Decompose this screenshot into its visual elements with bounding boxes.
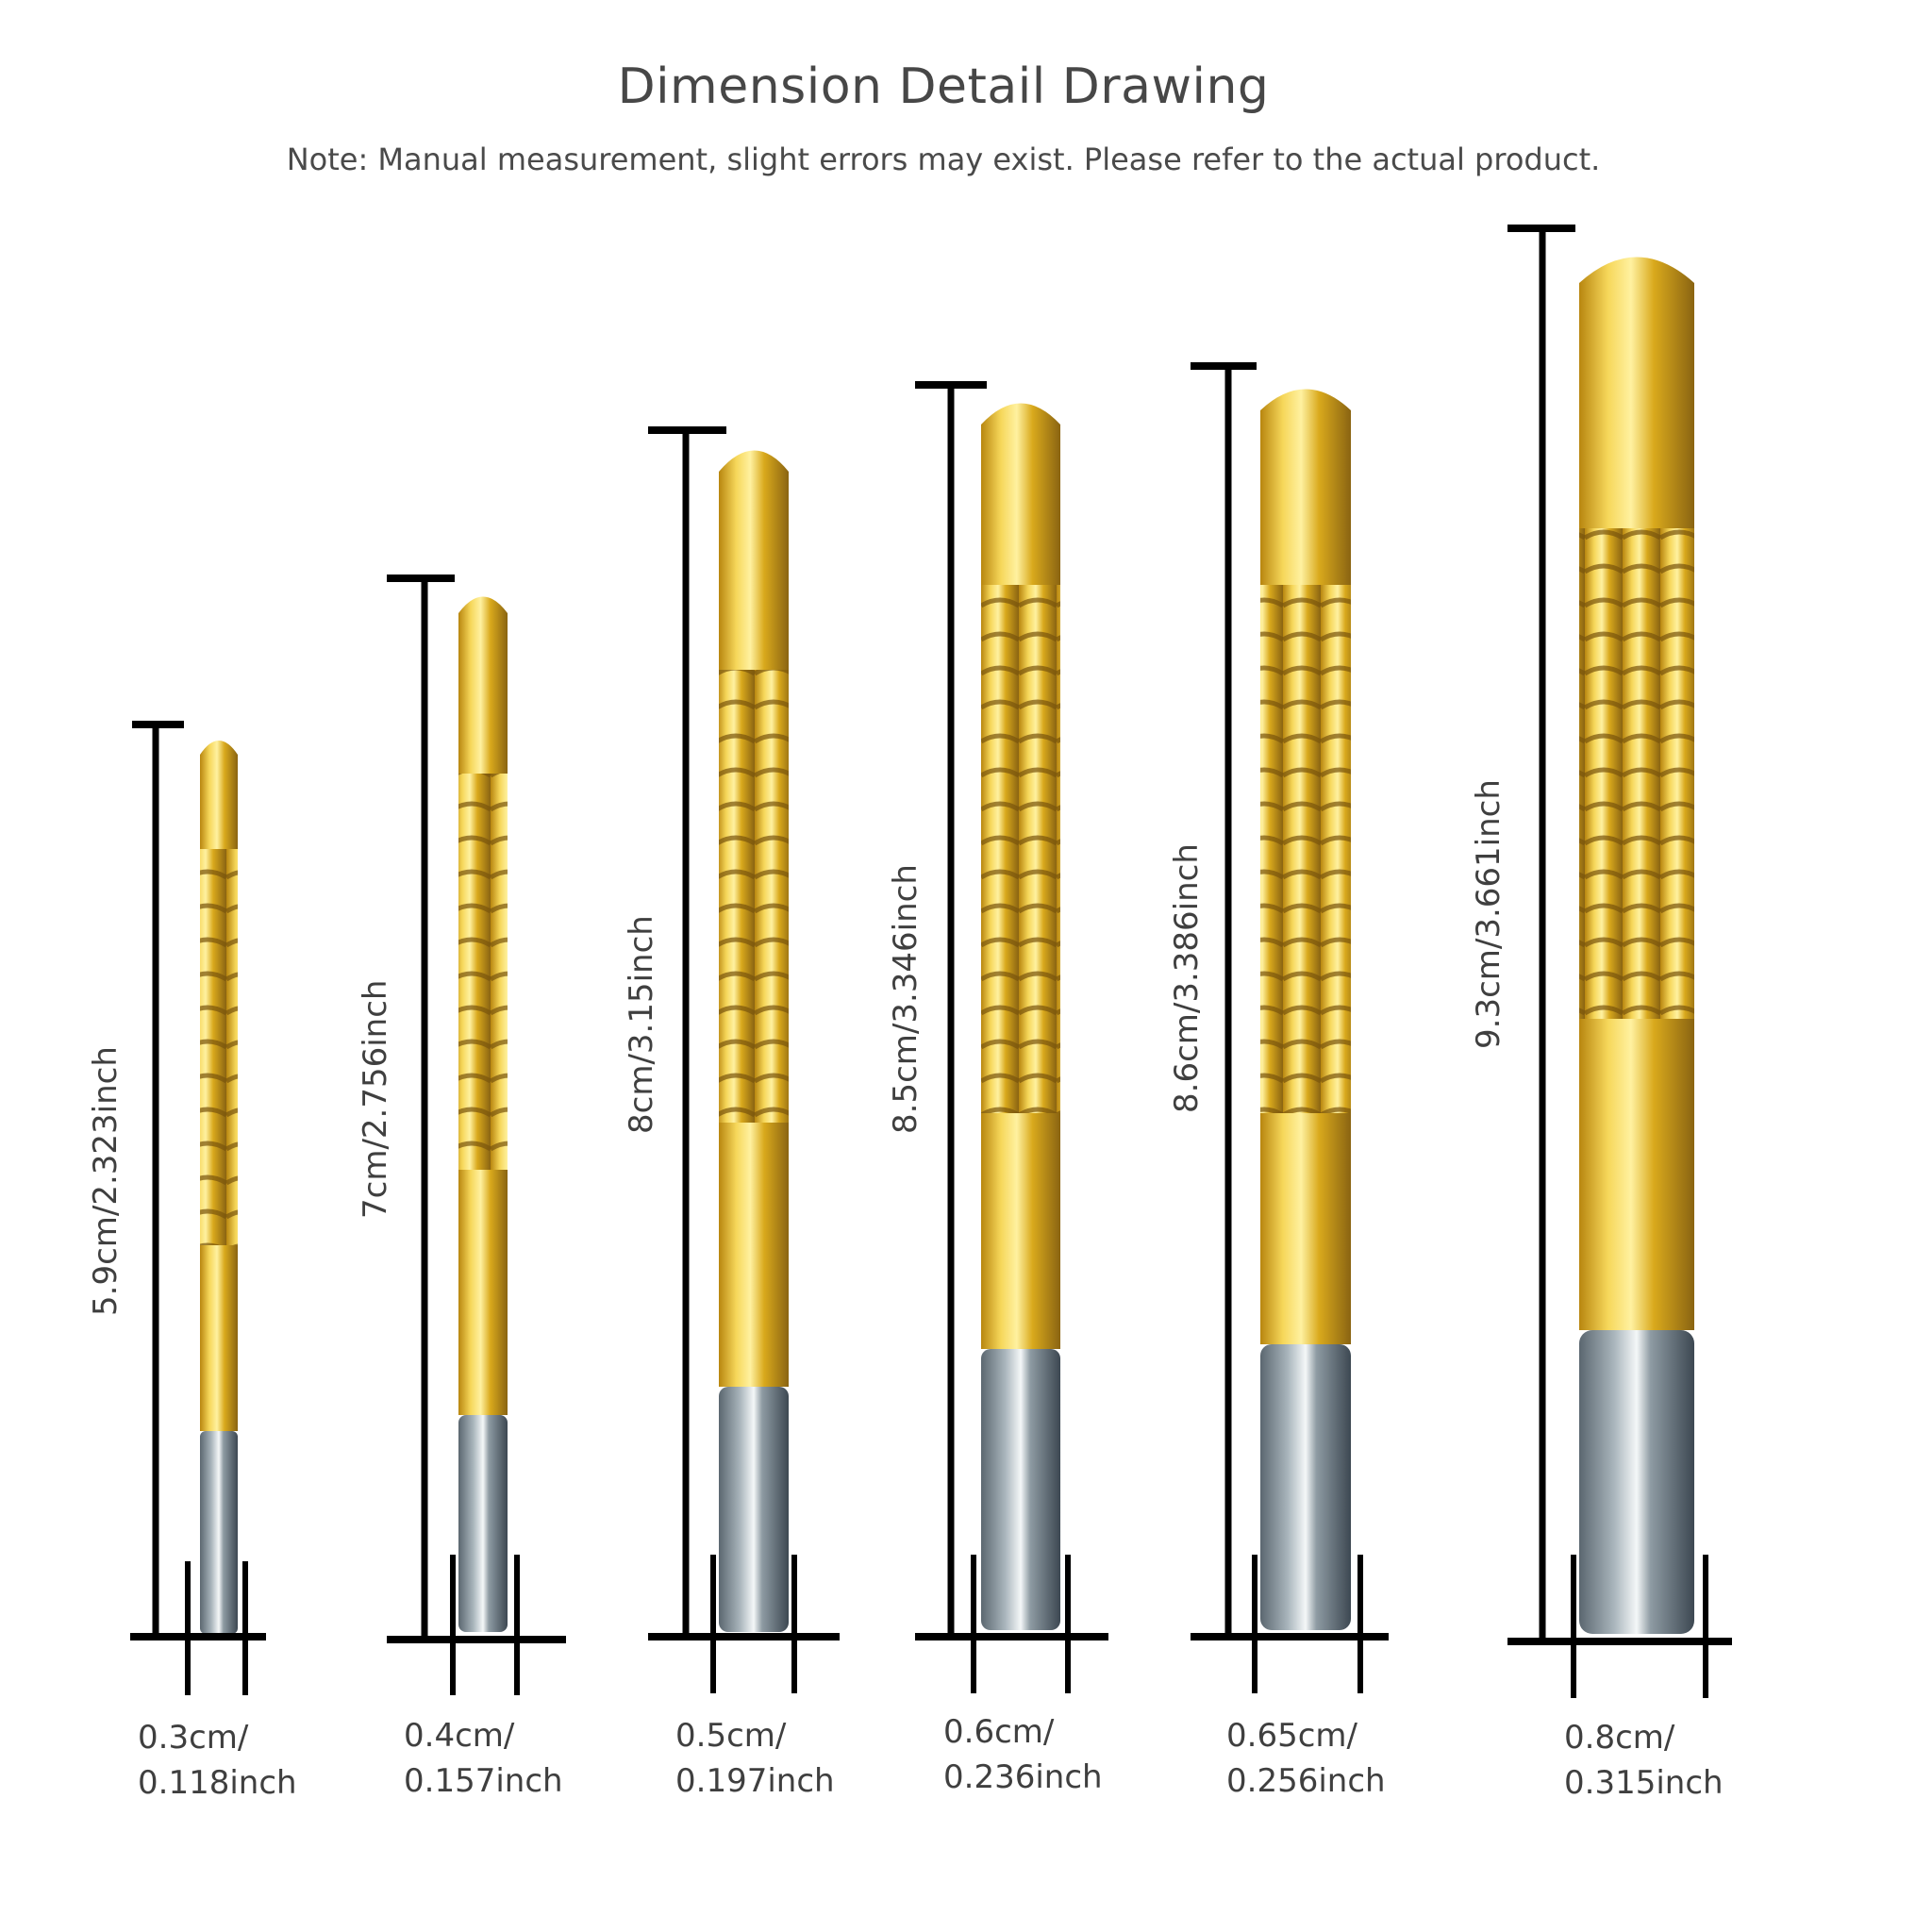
diameter-label-6: 0.8cm/ 0.315inch [1564, 1715, 1724, 1806]
measurement-note: Note: Manual measurement, slight errors … [286, 142, 1601, 177]
diameter-cm-4: 0.6cm/ [943, 1713, 1055, 1751]
diameter-label-3: 0.5cm/ 0.197inch [675, 1713, 835, 1804]
drill-bit-4 [915, 381, 1108, 1693]
diameter-cm-6: 0.8cm/ [1564, 1719, 1675, 1757]
diameter-in-6: 0.315inch [1564, 1764, 1724, 1802]
diameter-label-5: 0.65cm/ 0.256inch [1226, 1713, 1386, 1804]
diameter-cm-5: 0.65cm/ [1226, 1717, 1357, 1755]
diameter-in-3: 0.197inch [675, 1762, 835, 1800]
length-label-2: 7cm/2.756inch [357, 979, 394, 1219]
diameter-label-4: 0.6cm/ 0.236inch [943, 1709, 1103, 1800]
diameter-in-4: 0.236inch [943, 1758, 1103, 1796]
drill-bit-5 [1191, 362, 1389, 1693]
length-label-6: 9.3cm/3.661inch [1470, 779, 1507, 1049]
length-label-4: 8.5cm/3.346inch [887, 864, 924, 1134]
diameter-in-1: 0.118inch [138, 1764, 297, 1802]
drill-bit-3 [648, 426, 840, 1693]
length-label-1: 5.9cm/2.323inch [87, 1046, 125, 1316]
diameter-cm-3: 0.5cm/ [675, 1717, 787, 1755]
drill-bit-2 [387, 575, 566, 1695]
diameter-label-1: 0.3cm/ 0.118inch [138, 1715, 297, 1806]
diameter-in-5: 0.256inch [1226, 1762, 1386, 1800]
length-label-5: 8.6cm/3.386inch [1168, 843, 1206, 1113]
drill-bit-6 [1507, 225, 1732, 1698]
diameter-cm-2: 0.4cm/ [404, 1717, 515, 1755]
length-label-3: 8cm/3.15inch [623, 915, 660, 1134]
drill-bit-1 [130, 721, 266, 1695]
diameter-label-2: 0.4cm/ 0.157inch [404, 1713, 563, 1804]
diameter-in-2: 0.157inch [404, 1762, 563, 1800]
page-title: Dimension Detail Drawing [617, 58, 1270, 115]
diameter-cm-1: 0.3cm/ [138, 1719, 249, 1757]
